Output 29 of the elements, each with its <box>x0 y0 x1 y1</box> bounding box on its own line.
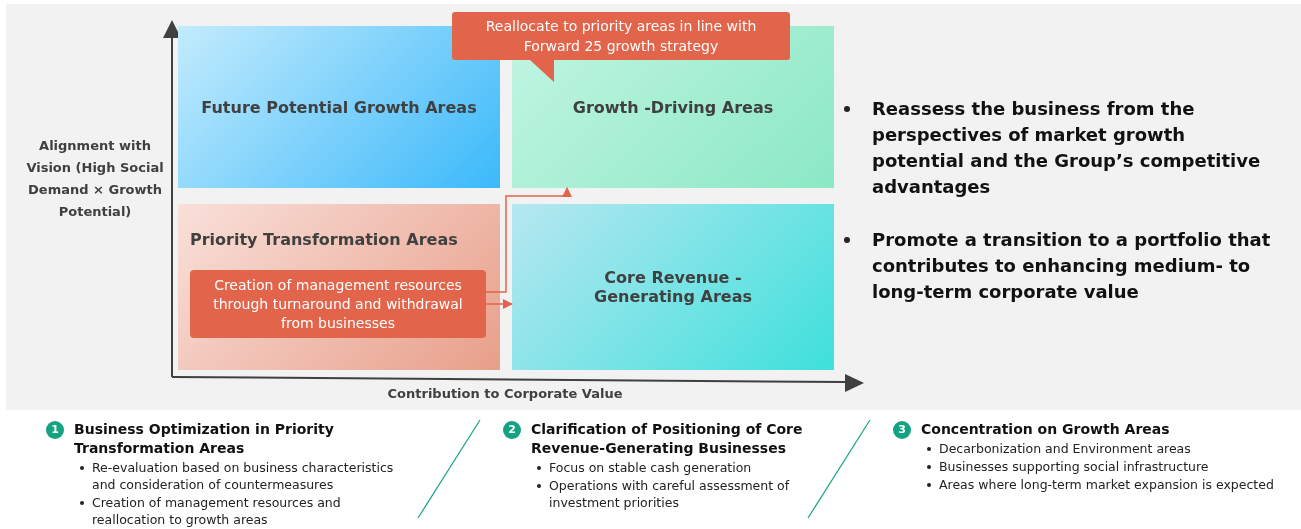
bullet-text: Decarbonization and Environment areas <box>939 440 1192 457</box>
bullet-text: Reassess the business from the perspectives of market growth potential and the Group’s competitive advantages <box>872 97 1262 199</box>
area-title: Future Potential Growth Areas <box>201 97 477 117</box>
section-heading: Clarification of Positioning of Core Revenue-Generating Businesses <box>531 420 804 458</box>
axis-title: Alignment with Vision (High Social Demand × Growth Potential) <box>25 137 165 221</box>
callout-text: Reallocate to priority areas in line with Forward 25 growth strategy <box>484 17 758 56</box>
number-badge: 3 <box>893 421 911 439</box>
bullet-text: Re-evaluation based on business characteristics and consideration of countermeasures <box>92 459 395 493</box>
bullet-text: Areas where long-term market expansion is expected <box>939 476 1275 493</box>
number-badge: 2 <box>503 421 521 439</box>
process-box <box>190 270 486 338</box>
number-badge: 1 <box>46 421 64 439</box>
area-title: Priority Transformation Areas <box>190 230 458 249</box>
bullet-text: Creation of management resources and reallocation to growth areas <box>92 494 342 528</box>
section-heading: Concentration on Growth Areas <box>921 420 1171 439</box>
arrow <box>485 186 573 293</box>
area-title: Growth -Driving Areas <box>572 97 774 117</box>
bullet-text: Businesses supporting social infrastructure <box>939 458 1210 475</box>
quadrant-panel <box>512 204 834 370</box>
bullet-text: Promote a transition to a portfolio that contributes to enhancing medium- to long-term corporate value <box>872 228 1272 304</box>
axis-title: Contribution to Corporate Value <box>386 386 624 401</box>
bullet-text: Focus on stable cash generation <box>549 459 753 476</box>
quadrant-panel <box>178 204 500 370</box>
area-title: Core Revenue - Generating Areas <box>593 268 753 306</box>
arrow <box>485 298 514 310</box>
bullet-text: Operations with careful assessment of investment priorities <box>549 477 791 511</box>
callout-bubble <box>452 12 790 82</box>
section-heading: Business Optimization in Priority Transformation Areas <box>74 420 335 458</box>
box-text: Creation of management resources through turnaround and withdrawal from businesses <box>212 275 464 333</box>
